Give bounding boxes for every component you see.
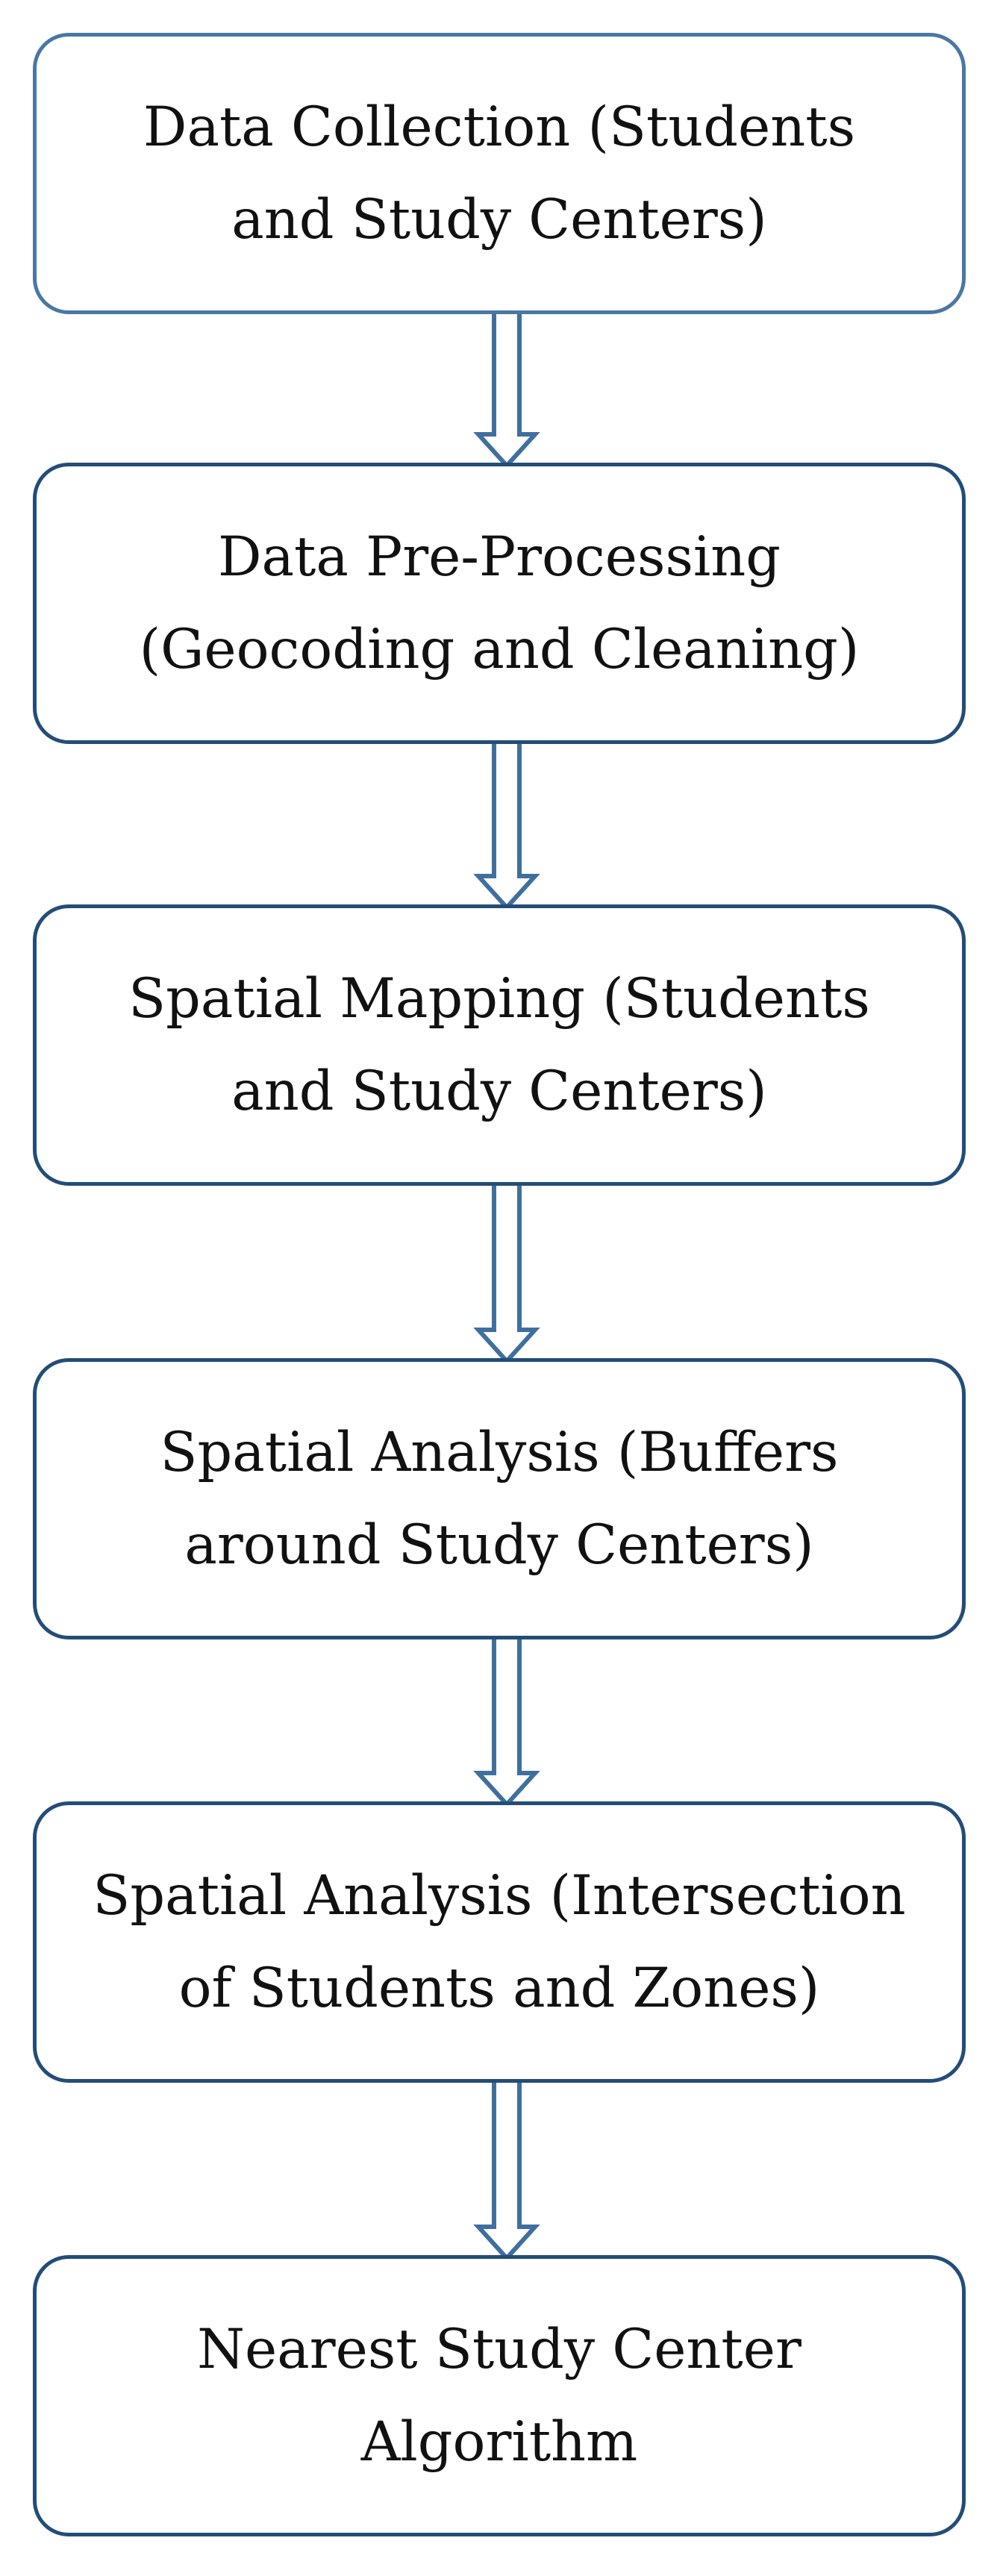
arrow-2-to-3 [473, 737, 540, 911]
step-spatial-analysis-intersection-line-2: of Students and Zones) [178, 1956, 820, 2020]
step-spatial-analysis-intersection-line-1: Spatial Analysis (Intersection [93, 1863, 906, 1928]
arrow-4-to-5 [473, 1633, 540, 1808]
step-nearest-study-center-line-2: Algorithm [360, 2410, 638, 2474]
step-data-collection-line-1: Data Collection (Students [143, 95, 856, 159]
arrow-3-to-4 [473, 1179, 540, 1365]
step-data-pre-processing-line-2: (Geocoding and Cleaning) [139, 617, 860, 681]
step-data-collection-line-2: and Study Centers) [231, 187, 767, 251]
step-spatial-analysis-buffers: Spatial Analysis (Buffers around Study C… [33, 1358, 966, 1639]
step-spatial-analysis-buffers-line-2: around Study Centers) [184, 1513, 814, 1577]
step-spatial-mapping-line-2: and Study Centers) [231, 1059, 767, 1123]
step-spatial-analysis-buffers-line-1: Spatial Analysis (Buffers [160, 1420, 839, 1484]
step-data-collection: Data Collection (Students and Study Cent… [33, 33, 966, 314]
arrow-5-to-6 [473, 2076, 540, 2262]
step-data-pre-processing-line-1: Data Pre-Processing [217, 525, 781, 589]
step-spatial-mapping: Spatial Mapping (Students and Study Cent… [33, 904, 966, 1186]
step-data-pre-processing: Data Pre-Processing (Geocoding and Clean… [33, 463, 966, 744]
step-spatial-mapping-line-1: Spatial Mapping (Students [128, 966, 870, 1031]
step-nearest-study-center-line-1: Nearest Study Center [197, 2317, 802, 2381]
step-nearest-study-center: Nearest Study Center Algorithm [33, 2255, 966, 2536]
arrow-1-to-2 [473, 307, 540, 469]
step-spatial-analysis-intersection: Spatial Analysis (Intersection of Studen… [33, 1801, 966, 2083]
